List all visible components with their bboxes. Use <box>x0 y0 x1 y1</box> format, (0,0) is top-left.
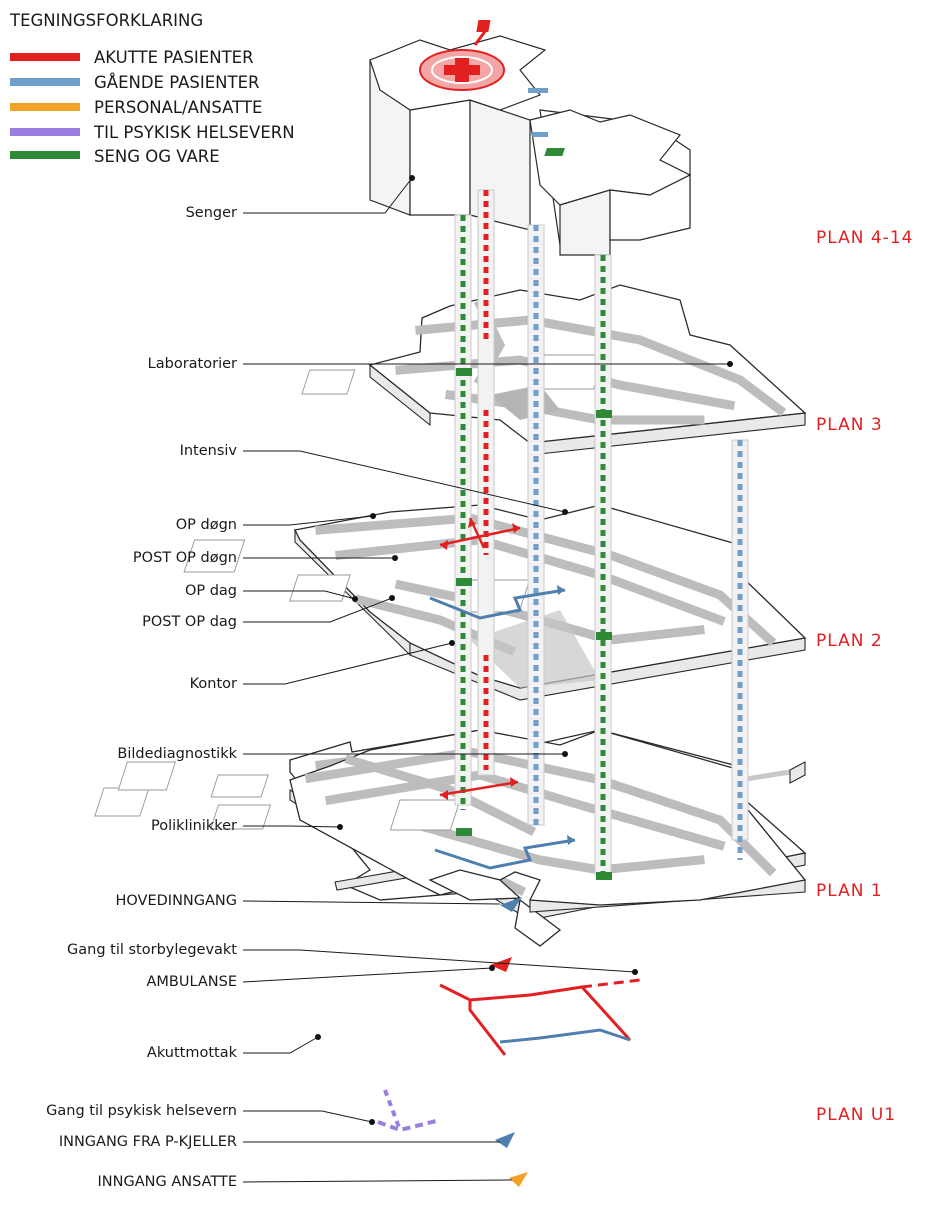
legend-item-gaende: GÅENDE PASIENTER <box>10 73 259 92</box>
inngang-p-kjeller-arrow-icon <box>495 1132 515 1148</box>
legend-label-personal: PERSONAL/ANSATTE <box>94 98 262 117</box>
vertical-shafts <box>454 189 749 880</box>
callout-post-op-dag: POST OP dag <box>142 595 395 630</box>
plan-label-4-14: PLAN 4-14 <box>816 228 913 248</box>
bed-tower <box>369 20 692 256</box>
callout-ambulanse: AMBULANSE <box>146 965 495 990</box>
callout-post-op-dag-label: POST OP dag <box>142 614 237 630</box>
callout-psykisk-helsevern-label: Gang til psykisk helsevern <box>46 1103 237 1119</box>
legend-label-psykisk: TIL PSYKISK HELSEVERN <box>93 123 295 142</box>
legend-swatch-personal <box>10 103 80 111</box>
legend-item-seng: SENG OG VARE <box>10 147 220 166</box>
flow-arrows <box>377 517 641 1187</box>
legend-item-personal: PERSONAL/ANSATTE <box>10 98 262 117</box>
callout-laboratorier-label: Laboratorier <box>148 356 237 372</box>
callout-psykisk-helsevern: Gang til psykisk helsevern <box>46 1103 375 1125</box>
callout-storbylegevakt: Gang til storbylegevakt <box>67 942 638 975</box>
plan-labels: PLAN 4-14 PLAN 3 PLAN 2 PLAN 1 PLAN U1 <box>816 228 913 1125</box>
legend: TEGNINGSFORKLARING AKUTTE PASIENTER GÅEN… <box>9 11 295 166</box>
callout-kontor-label: Kontor <box>190 676 237 692</box>
legend-swatch-seng <box>10 151 80 159</box>
callout-akuttmottak: Akuttmottak <box>147 1034 321 1061</box>
legend-swatch-akutte <box>10 53 80 61</box>
callout-hovedinngang: HOVEDINNGANG <box>115 893 501 909</box>
callout-senger: Senger <box>186 175 415 221</box>
legend-label-gaende: GÅENDE PASIENTER <box>94 73 259 92</box>
callout-op-dag: OP dag <box>185 583 358 602</box>
legend-label-seng: SENG OG VARE <box>94 147 220 166</box>
legend-item-psykisk: TIL PSYKISK HELSEVERN <box>10 123 295 142</box>
plan-label-1: PLAN 1 <box>816 881 883 901</box>
plan-label-2: PLAN 2 <box>816 631 883 651</box>
callout-kontor: Kontor <box>190 640 455 692</box>
callout-post-op-dogn-label: POST OP døgn <box>133 550 237 566</box>
callout-poliklinikker-label: Poliklinikker <box>151 818 237 834</box>
callout-ambulanse-label: AMBULANSE <box>146 974 237 990</box>
legend-swatch-psykisk <box>10 128 80 136</box>
legend-item-akutte: AKUTTE PASIENTER <box>10 48 254 67</box>
callout-p-kjeller-label: INNGANG FRA P-KJELLER <box>59 1134 237 1150</box>
ambulanse-arrow-icon <box>490 957 512 972</box>
callout-intensiv-label: Intensiv <box>180 443 238 459</box>
callout-intensiv: Intensiv <box>180 443 568 515</box>
callout-akuttmottak-label: Akuttmottak <box>147 1045 238 1061</box>
callout-hovedinngang-label: HOVEDINNGANG <box>115 893 237 909</box>
callout-storbylegevakt-label: Gang til storbylegevakt <box>67 942 237 958</box>
plan-label-3: PLAN 3 <box>816 415 883 435</box>
callout-p-kjeller: INNGANG FRA P-KJELLER <box>59 1134 500 1150</box>
callout-bildediagnostikk-label: Bildediagnostikk <box>117 746 237 762</box>
legend-title: TEGNINGSFORKLARING <box>9 11 203 30</box>
legend-label-akutte: AKUTTE PASIENTER <box>94 48 254 67</box>
floor-plan-3 <box>301 284 807 456</box>
callout-senger-label: Senger <box>186 205 237 221</box>
callout-post-op-dogn: POST OP døgn <box>133 550 398 566</box>
callout-op-dogn-label: OP døgn <box>176 517 237 533</box>
callout-inngang-ansatte-label: INNGANG ANSATTE <box>98 1174 237 1190</box>
callout-inngang-ansatte: INNGANG ANSATTE <box>98 1174 513 1190</box>
plan-label-u1: PLAN U1 <box>816 1105 896 1125</box>
callout-poliklinikker: Poliklinikker <box>151 818 343 834</box>
legend-swatch-gaende <box>10 78 80 86</box>
hovedinngang-arrow-icon <box>500 897 522 912</box>
callout-op-dag-label: OP dag <box>185 583 237 599</box>
callouts: Senger Laboratorier Intensiv OP døgn POS… <box>46 175 733 1190</box>
callout-laboratorier: Laboratorier <box>148 356 733 372</box>
inngang-ansatte-arrow-icon <box>509 1172 528 1187</box>
helipad-cross-icon <box>444 58 480 82</box>
callout-bildediagnostikk: Bildediagnostikk <box>117 746 568 762</box>
callout-op-dogn: OP døgn <box>176 513 376 533</box>
